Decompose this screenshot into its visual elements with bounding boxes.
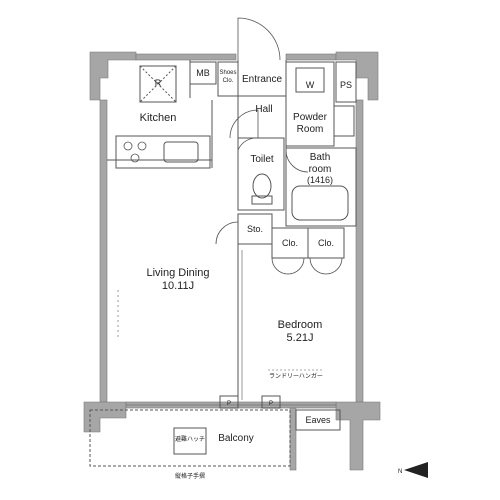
balcony-outline bbox=[89, 409, 291, 467]
wall-top-2 bbox=[285, 53, 337, 61]
label-storage: Sto. bbox=[247, 224, 263, 234]
bathroom-box bbox=[285, 147, 357, 227]
label-bedroom-size: 5.21J bbox=[287, 332, 314, 344]
toilet-tank bbox=[251, 195, 273, 205]
storage-door-swing bbox=[215, 221, 239, 245]
toilet-bowl bbox=[252, 173, 272, 199]
column-top-left bbox=[89, 51, 137, 101]
label-shoes-2: Clo. bbox=[223, 78, 234, 84]
interior-walls bbox=[89, 60, 357, 467]
label-balcony: Balcony bbox=[218, 433, 254, 444]
label-kitchen: Kitchen bbox=[140, 112, 177, 124]
hall-door-swing bbox=[229, 109, 259, 139]
compass-icon: N bbox=[398, 462, 428, 478]
label-living-dining-size: 10.11J bbox=[162, 280, 194, 292]
label-toilet: Toilet bbox=[250, 154, 274, 165]
ps-box bbox=[335, 61, 357, 103]
label-handrail: 縦格子手摺 bbox=[175, 472, 205, 480]
label-pipe-2: P bbox=[269, 401, 273, 407]
label-bath-2: room bbox=[309, 164, 332, 175]
washer-box bbox=[295, 67, 325, 93]
column-top-right bbox=[335, 51, 379, 101]
label-living-dining: Living Dining bbox=[147, 267, 210, 279]
exterior-walls bbox=[83, 51, 381, 471]
toilet-door-swing bbox=[237, 137, 259, 151]
label-hall: Hall bbox=[255, 104, 272, 115]
eaves-box bbox=[295, 409, 341, 431]
toilet-box bbox=[237, 137, 285, 211]
wall-top-1 bbox=[135, 53, 237, 61]
wall-eaves bbox=[289, 407, 297, 471]
closet-door-swing-1 bbox=[271, 257, 305, 275]
label-shoes-1: Shoes bbox=[219, 70, 236, 76]
powder-room-box bbox=[285, 61, 335, 147]
fridge-box bbox=[139, 65, 177, 103]
label-powder-room-1: Powder bbox=[293, 112, 328, 123]
wall-left bbox=[99, 99, 108, 403]
mb-box bbox=[189, 61, 217, 85]
entrance-door-swing bbox=[237, 17, 281, 61]
bath-door-swing bbox=[285, 149, 309, 173]
wall-right bbox=[355, 99, 364, 403]
label-bath-size: (1416) bbox=[307, 175, 333, 185]
column-bottom-right bbox=[335, 401, 381, 471]
label-bath-1: Bath bbox=[310, 152, 331, 163]
label-pipe-1: P bbox=[227, 401, 231, 407]
fridge-cross-2 bbox=[139, 65, 177, 103]
doors bbox=[215, 17, 343, 275]
evacuation-hatch-box bbox=[173, 427, 207, 455]
label-washer: W bbox=[306, 80, 315, 90]
label-entrance: Entrance bbox=[242, 74, 282, 85]
label-closet-2: Clo. bbox=[318, 238, 334, 248]
label-laundry-hanger: ランドリーハンガー bbox=[269, 372, 323, 380]
label-bedroom: Bedroom bbox=[278, 319, 323, 331]
label-closet-1: Clo. bbox=[282, 238, 298, 248]
pipe-box-1 bbox=[219, 395, 239, 409]
closet-door-swing-2 bbox=[309, 257, 343, 275]
label-ps: PS bbox=[340, 80, 352, 90]
label-fridge: R bbox=[155, 78, 162, 88]
label-eaves: Eaves bbox=[305, 415, 331, 425]
stove-icon bbox=[123, 141, 147, 163]
compass-north-label: N bbox=[398, 469, 402, 475]
bathtub bbox=[291, 185, 349, 221]
kitchen-sink bbox=[163, 141, 199, 163]
kitchen-counter bbox=[115, 135, 211, 169]
pipe-box-2 bbox=[261, 395, 281, 409]
label-evacuation-hatch: 避難ハッチ bbox=[175, 435, 205, 443]
label-powder-room-2: Room bbox=[297, 124, 324, 135]
sink-box bbox=[333, 105, 355, 137]
label-mb: MB bbox=[196, 68, 210, 78]
